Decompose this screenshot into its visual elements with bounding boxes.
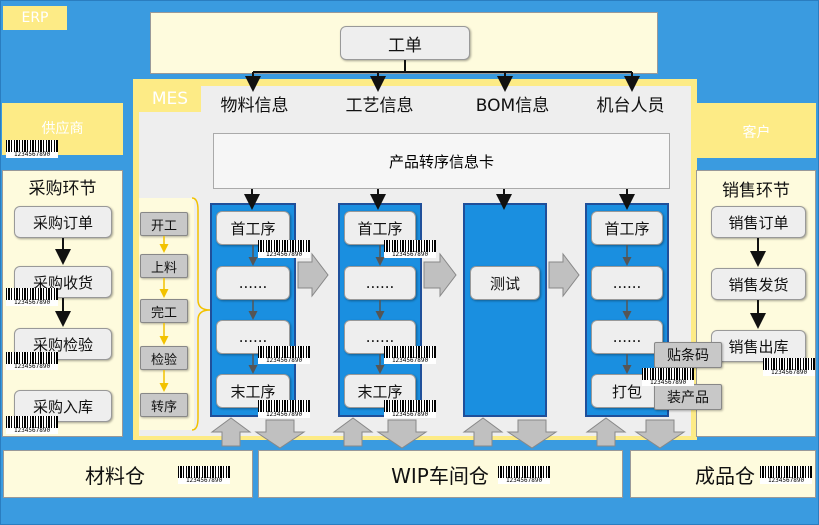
supplier-label: 供应商	[41, 121, 84, 137]
barcode-icon: 1234567890	[498, 466, 550, 484]
info-machine-staff: 机台人员	[596, 95, 665, 116]
arrow	[297, 252, 329, 298]
arrow	[548, 252, 580, 298]
barcode-icon: 1234567890	[258, 400, 310, 418]
barcode-icon: 1234567890	[384, 400, 436, 418]
col1-last: 末工序	[216, 374, 290, 408]
warehouse-wip-label: WIP车间仓	[391, 463, 489, 488]
barcode-icon: 1234567890	[760, 466, 812, 484]
arrow	[585, 417, 627, 447]
arrow	[254, 419, 306, 449]
barcode-icon: 1234567890	[763, 358, 815, 376]
attach-barcode-label: 贴条码	[654, 342, 722, 368]
col1-first: 首工序	[216, 211, 290, 245]
barcode-icon: 1234567890	[258, 346, 310, 364]
sales-order: 销售订单	[711, 206, 806, 238]
step-inspect: 检验	[140, 346, 188, 370]
step-complete: 完工	[140, 299, 188, 323]
info-process: 工艺信息	[345, 95, 414, 116]
process-column-3	[463, 203, 547, 417]
purchase-order: 采购订单	[14, 206, 112, 238]
barcode-icon: 1234567890	[178, 466, 230, 484]
arrow	[191, 197, 211, 431]
warehouse-wip	[258, 450, 623, 498]
customer-label: 客户	[742, 125, 771, 141]
barcode-icon: 1234567890	[642, 368, 694, 386]
product-transfer-card: 产品转序信息卡	[213, 133, 670, 189]
arrow	[210, 417, 252, 447]
step-transfer: 转序	[140, 393, 188, 417]
col4-first: 首工序	[591, 211, 663, 245]
barcode-icon: 1234567890	[6, 288, 58, 306]
purchase-title: 采购环节	[28, 178, 97, 199]
barcode-icon: 1234567890	[384, 346, 436, 364]
arrow	[462, 417, 504, 447]
customer-box	[697, 103, 816, 158]
arrow	[423, 252, 457, 298]
warehouse-material-label: 材料仓	[85, 463, 145, 488]
info-bom: BOM信息	[475, 95, 550, 116]
col4-mid2: ......	[591, 320, 663, 354]
info-material: 物料信息	[220, 95, 289, 116]
barcode-icon: 1234567890	[6, 352, 58, 370]
col4-mid1: ......	[591, 266, 663, 300]
warehouse-finished-label: 成品仓	[695, 463, 755, 488]
step-start: 开工	[140, 212, 188, 236]
sales-outbound: 销售出库	[711, 330, 806, 362]
step-load: 上料	[140, 254, 188, 278]
arrow	[506, 419, 558, 449]
col2-first: 首工序	[344, 211, 416, 245]
col1-mid1: ......	[216, 266, 290, 300]
sales-ship: 销售发货	[711, 268, 806, 300]
work-order-box: 工单	[340, 26, 470, 60]
barcode-icon: 1234567890	[384, 240, 436, 258]
arrow	[332, 417, 374, 447]
col2-mid1: ......	[344, 266, 416, 300]
barcode-icon: 1234567890	[6, 416, 58, 434]
barcode-icon: 1234567890	[258, 240, 310, 258]
sales-title: 销售环节	[722, 180, 790, 201]
col3-test: 测试	[470, 266, 540, 300]
barcode-icon: 1234567890	[6, 140, 58, 158]
arrow	[376, 419, 428, 449]
mes-label: MES	[139, 86, 201, 112]
arrow	[634, 419, 686, 449]
erp-label: ERP	[3, 6, 67, 30]
